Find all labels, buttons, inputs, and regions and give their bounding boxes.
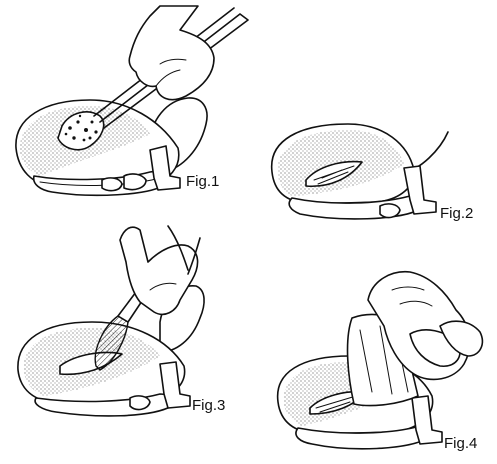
fig1-heel-block — [124, 174, 146, 190]
figure-2: Fig.2 — [272, 124, 474, 222]
fig3-label: Fig.3 — [192, 397, 225, 414]
figure-3: Fig.3 — [18, 226, 225, 416]
fig1-hand — [129, 6, 214, 100]
fig1-label: Fig.1 — [186, 173, 219, 190]
fig2-label: Fig.2 — [440, 205, 473, 222]
fig4-label: Fig.4 — [444, 435, 477, 452]
fig3-heel-block — [130, 396, 150, 410]
figure-1: Fig.1 — [16, 6, 248, 195]
fig1-heel-block — [102, 178, 122, 191]
fig2-heel-block — [380, 204, 400, 218]
figure-4: Fig.4 — [278, 272, 483, 452]
